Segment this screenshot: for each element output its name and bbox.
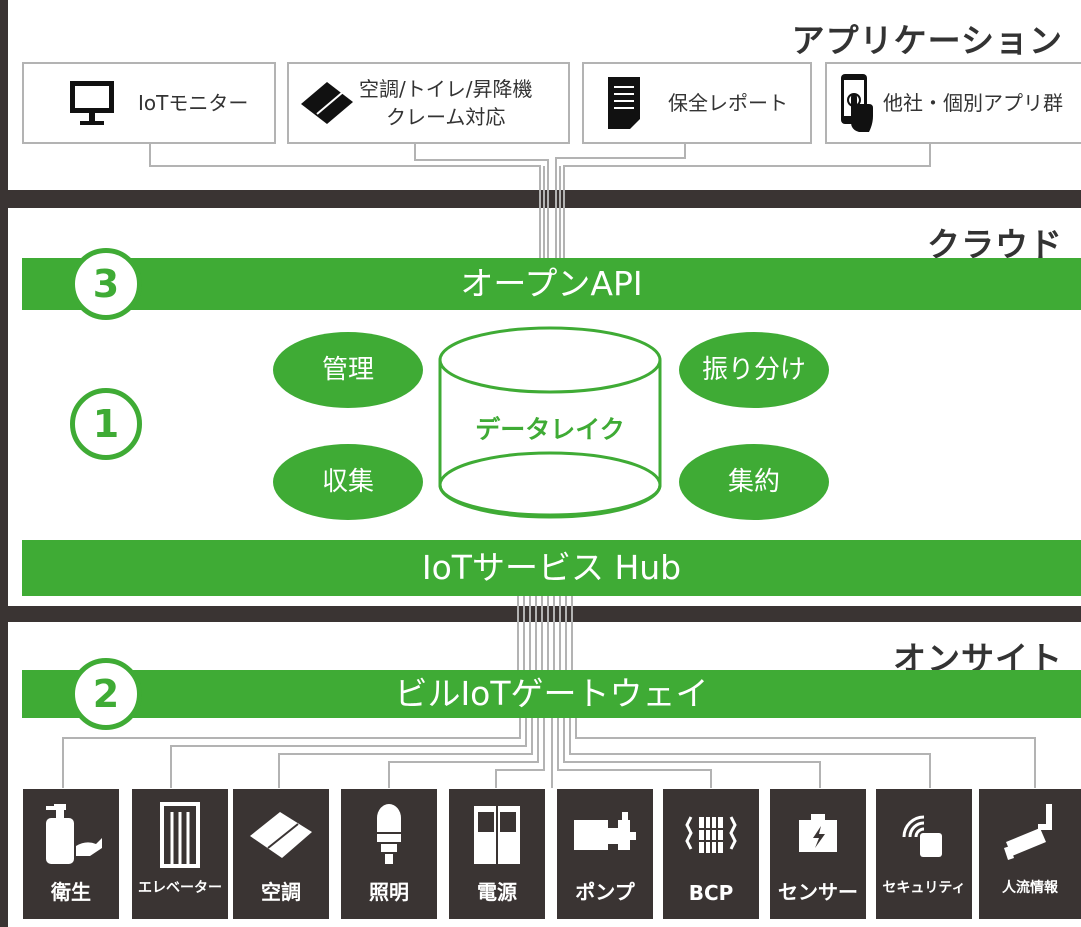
air-conditioner-icon bbox=[248, 810, 314, 864]
device-air-conditioning: 空調 bbox=[232, 788, 330, 920]
device-label: 人流情報 bbox=[1002, 880, 1058, 896]
section-title-cloud: クラウド bbox=[927, 225, 1063, 264]
device-bcp: BCP bbox=[662, 788, 760, 920]
open-api-bar: オープンAPI bbox=[22, 258, 1081, 310]
device-sensor: センサー bbox=[769, 788, 867, 920]
device-label: エレベーター bbox=[138, 880, 222, 896]
sensor-icon bbox=[793, 810, 843, 864]
power-panel-icon bbox=[472, 802, 522, 872]
marker-2: 2 bbox=[70, 658, 142, 730]
app-label-line2: クレーム対応 bbox=[386, 105, 506, 129]
section-title-application: アプリケーション bbox=[791, 21, 1063, 60]
device-lighting: 照明 bbox=[340, 788, 438, 920]
device-label: ポンプ bbox=[575, 880, 635, 904]
light-bulb-icon bbox=[369, 802, 409, 872]
oval-collection: 収集 bbox=[273, 444, 423, 520]
device-label: BCP bbox=[688, 881, 734, 905]
device-people-flow: 人流情報 bbox=[978, 788, 1081, 920]
oval-management: 管理 bbox=[273, 332, 423, 408]
device-power: 電源 bbox=[448, 788, 546, 920]
diamond-panel-icon bbox=[299, 78, 355, 128]
app-label: 他社・個別アプリ群 bbox=[883, 91, 1063, 115]
oval-distribution: 振り分け bbox=[679, 332, 829, 408]
app-iot-monitor: IoTモニター bbox=[22, 62, 276, 144]
data-lake-label: データレイク bbox=[475, 415, 625, 444]
app-maintenance-report: 保全レポート bbox=[582, 62, 812, 144]
security-icon bbox=[896, 807, 952, 867]
device-label: 電源 bbox=[477, 880, 517, 904]
device-security: セキュリティ bbox=[875, 788, 973, 920]
marker-3: 3 bbox=[70, 248, 142, 320]
device-label: センサー bbox=[778, 880, 858, 904]
building-iot-gateway-bar: ビルIoTゲートウェイ bbox=[22, 670, 1081, 718]
app-label: IoTモニター bbox=[138, 91, 249, 115]
device-elevator: エレベーター bbox=[131, 788, 229, 920]
app-third-party: 他社・個別アプリ群 bbox=[825, 62, 1081, 144]
soap-dispenser-icon bbox=[38, 802, 104, 872]
elevator-icon bbox=[156, 802, 204, 872]
document-icon bbox=[606, 75, 642, 131]
pump-icon bbox=[572, 810, 638, 864]
device-label: 衛生 bbox=[51, 880, 91, 904]
device-label: 空調 bbox=[261, 880, 301, 904]
oval-aggregation: 集約 bbox=[679, 444, 829, 520]
smartphone-touch-icon bbox=[839, 72, 875, 134]
bcp-battery-icon bbox=[683, 807, 739, 867]
iot-service-hub-bar: IoTサービス Hub bbox=[22, 540, 1081, 596]
data-lake-cylinder bbox=[438, 326, 662, 519]
app-label: 保全レポート bbox=[668, 91, 788, 115]
app-complaint-handling: 空調/トイレ/昇降機 クレーム対応 bbox=[287, 62, 570, 144]
device-pump: ポンプ bbox=[556, 788, 654, 920]
camera-icon bbox=[1000, 802, 1060, 872]
device-label: セキュリティ bbox=[882, 880, 966, 896]
device-label: 照明 bbox=[369, 880, 409, 904]
device-sanitation: 衛生 bbox=[22, 788, 120, 920]
app-label-line1: 空調/トイレ/昇降機 bbox=[359, 77, 533, 101]
monitor-icon bbox=[68, 77, 116, 129]
marker-1: 1 bbox=[70, 388, 142, 460]
